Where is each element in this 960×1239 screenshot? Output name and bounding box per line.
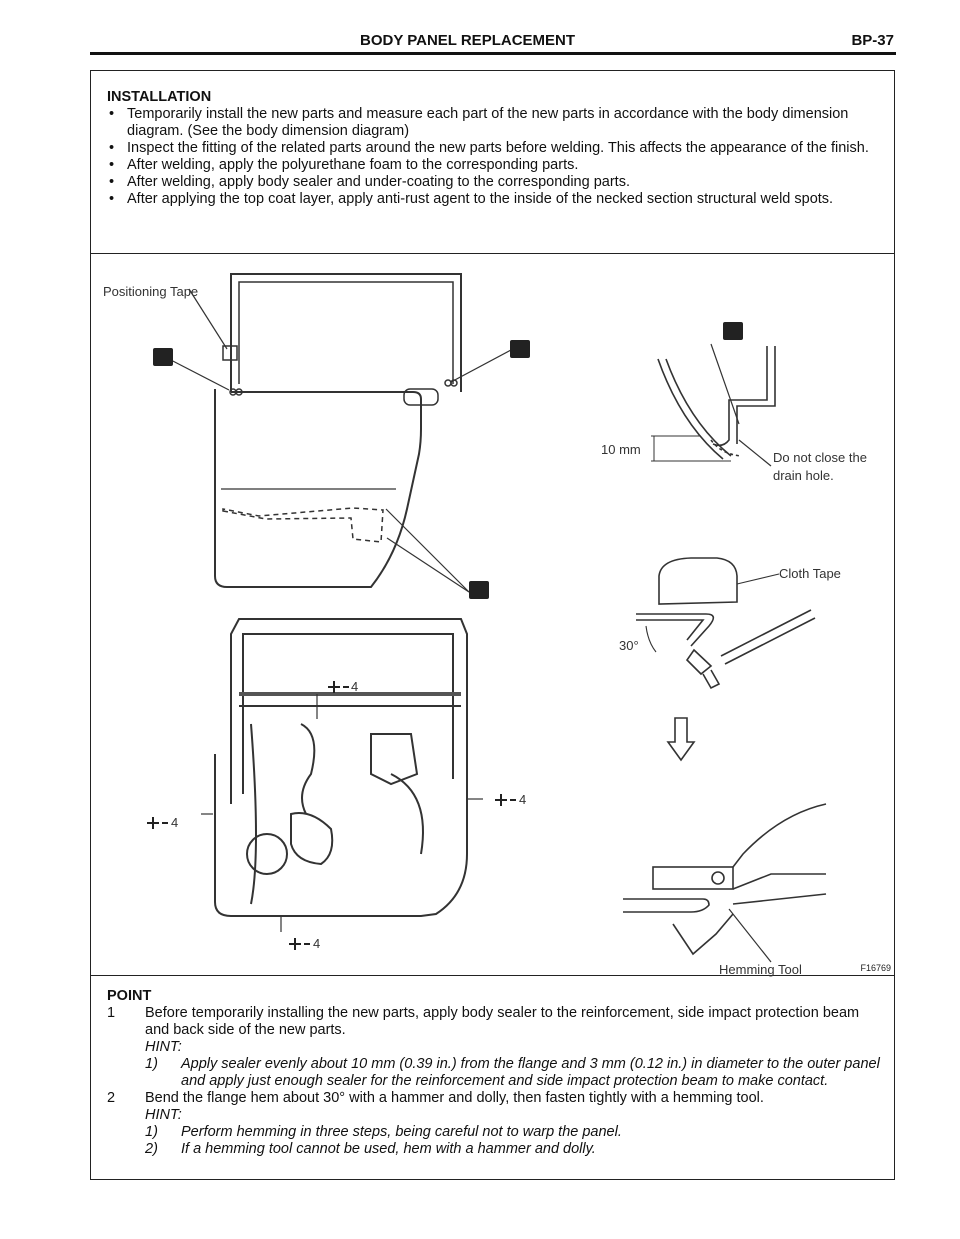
sealer-icon	[510, 340, 530, 358]
weld-symbols	[147, 681, 516, 950]
step-text: Bend the flange hem about 30° with a ham…	[145, 1090, 764, 1106]
hammer-detail-drawing	[636, 557, 816, 762]
hint-label: HINT:	[145, 1107, 182, 1123]
dimension-label: 10 mm	[601, 442, 641, 457]
weld-count-label: 4	[519, 792, 527, 807]
page-number: BP-37	[851, 32, 894, 49]
point-step: 2 Bend the flange hem about 30° with a h…	[107, 1090, 880, 1107]
step-text: Before temporarily installing the new pa…	[145, 1005, 860, 1038]
sealer-icon	[153, 348, 173, 366]
angle-label: 30°	[619, 638, 639, 653]
hint-number: 1)	[145, 1056, 158, 1072]
hint-number: 1)	[145, 1124, 158, 1140]
hint-item: 2) If a hemming tool cannot be used, hem…	[107, 1141, 880, 1158]
installation-item: After welding, apply body sealer and und…	[107, 174, 880, 191]
figure-id: F16769	[860, 963, 891, 973]
installation-item: Inspect the fitting of the related parts…	[107, 140, 880, 157]
drain-note-line1: Do not close the	[773, 450, 867, 465]
sealer-brush-icon	[469, 581, 489, 599]
hemming-tool-drawing	[623, 803, 827, 963]
hint-text: Apply sealer evenly about 10 mm (0.39 in…	[181, 1056, 880, 1089]
installation-list: Temporarily install the new parts and me…	[107, 106, 880, 208]
installation-item: After welding, apply the polyurethane fo…	[107, 157, 880, 174]
lower-door-drawing	[201, 618, 483, 932]
installation-item: Temporarily install the new parts and me…	[107, 106, 880, 140]
page-header: BODY PANEL REPLACEMENT BP-37	[90, 28, 896, 55]
installation-heading: INSTALLATION	[107, 89, 212, 105]
installation-item: After applying the top coat layer, apply…	[107, 191, 880, 208]
hint-item: 1) Apply sealer evenly about 10 mm (0.39…	[107, 1056, 880, 1090]
point-section: POINT 1 Before temporarily installing th…	[91, 976, 894, 1158]
weld-count-label: 4	[171, 815, 179, 830]
point-heading: POINT	[107, 988, 152, 1004]
flange-detail-drawing	[651, 343, 776, 467]
sealer-brush-icon	[723, 322, 743, 340]
drain-note-line2: drain hole.	[773, 468, 834, 483]
installation-section: INSTALLATION Temporarily install the new…	[91, 71, 894, 254]
page-title: BODY PANEL REPLACEMENT	[360, 32, 576, 49]
hint-number: 2)	[145, 1141, 158, 1157]
illustration-panel: Positioning Tape 10 mm Do not close the …	[91, 254, 894, 977]
hint-text: If a hemming tool cannot be used, hem wi…	[181, 1141, 596, 1157]
positioning-tape-label: Positioning Tape	[103, 284, 199, 299]
weld-count-label: 4	[351, 679, 359, 694]
hint-item: 1) Perform hemming in three steps, being…	[107, 1124, 880, 1141]
point-step: 1 Before temporarily installing the new …	[107, 1005, 880, 1039]
weld-count-label: 4	[313, 936, 321, 951]
content-frame: INSTALLATION Temporarily install the new…	[90, 70, 895, 1180]
hint-text: Perform hemming in three steps, being ca…	[181, 1124, 622, 1140]
upper-leader-lines	[166, 288, 512, 593]
header-rule	[90, 52, 896, 55]
step-number: 1	[107, 1005, 116, 1021]
hint-label: HINT:	[145, 1039, 182, 1055]
step-number: 2	[107, 1090, 116, 1106]
cloth-tape-label: Cloth Tape	[779, 566, 841, 581]
hemming-tool-label: Hemming Tool	[719, 962, 802, 977]
door-illustration	[147, 273, 827, 963]
upper-door-drawing	[214, 273, 462, 588]
